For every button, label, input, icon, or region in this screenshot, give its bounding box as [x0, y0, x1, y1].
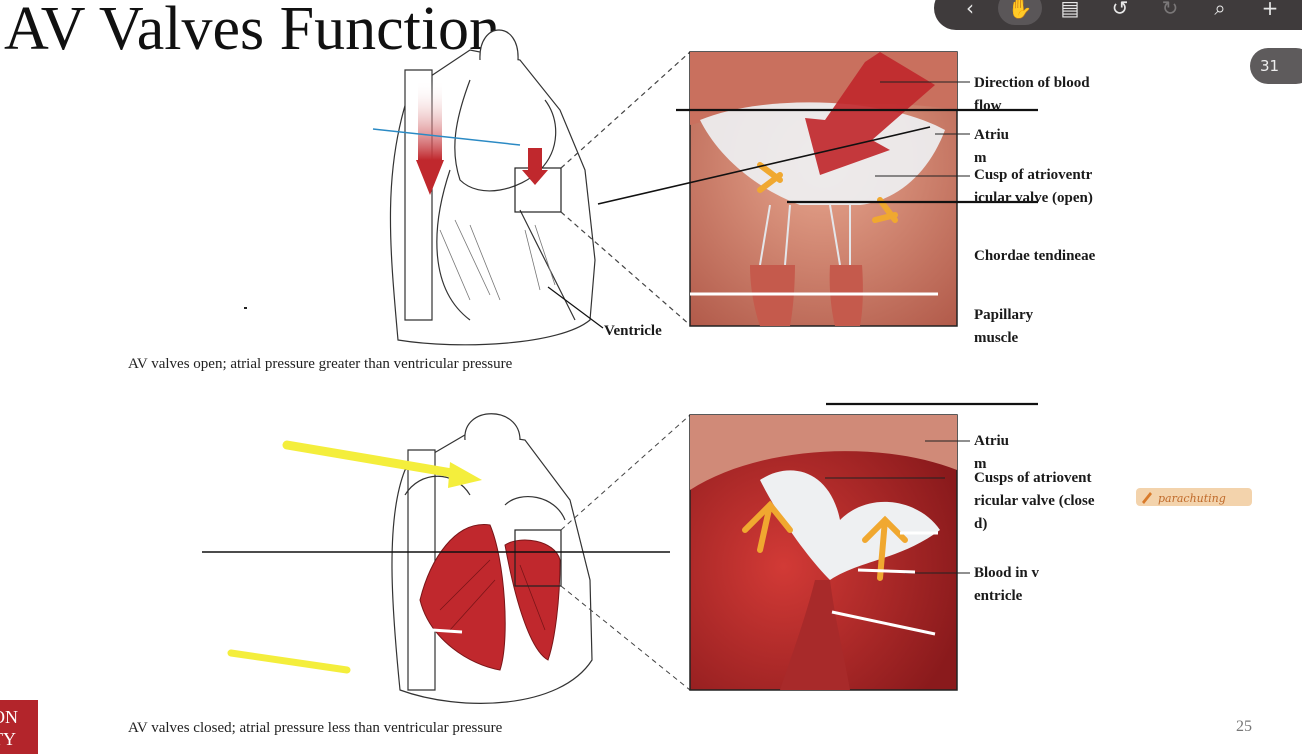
search-icon[interactable]: ⌕ [1214, 0, 1226, 20]
university-logo: ON TY [0, 700, 38, 754]
label-chordae-tendineae: Chordae tendineae [974, 248, 1096, 264]
redo-icon[interactable]: ↻ [1161, 0, 1179, 20]
logo-text-line2: TY [0, 729, 16, 749]
heart-diagram-open [389, 29, 691, 346]
label-cusps-closed: Cusps of atrioventricular valve (closed) [974, 470, 1095, 532]
label-papillary-muscle: Papillary muscle [974, 307, 1034, 346]
label-cusp-open: Cusp of atrioventricular valve (open) [974, 167, 1093, 206]
annotation-note[interactable]: parachuting [1136, 484, 1254, 515]
hand-tool-icon[interactable]: ✋ [998, 0, 1042, 25]
caption-valves-open: AV valves open; atrial pressure greater … [128, 356, 513, 372]
valve-inset-open [689, 51, 958, 327]
label-atrium-open: Atrium [974, 127, 1009, 166]
note-text: parachuting [1158, 492, 1226, 505]
label-atrium-closed: Atrium [974, 433, 1009, 472]
label-direction-of-blood-flow: Direction of blood flow [974, 75, 1090, 114]
highlight-arrow-stroke [282, 440, 463, 479]
leader-lines-open [875, 81, 970, 177]
caption-valves-closed: AV valves closed; atrial pressure less t… [128, 720, 503, 736]
viewer-toolbar: ‹ ✋ ▤ ↺ ↻ ⌕ + [934, 0, 1302, 30]
highlight-stroke [227, 649, 351, 674]
note-highlight: parachuting [1136, 488, 1252, 506]
pencil-icon [1142, 492, 1152, 504]
add-icon[interactable]: + [1261, 0, 1279, 20]
valve-inset-closed [689, 414, 958, 691]
slide-page-number: 25 [1236, 718, 1252, 735]
undo-icon[interactable]: ↺ [1111, 0, 1129, 20]
book-icon[interactable]: ▤ [1060, 0, 1080, 20]
slide-title: AV Valves Function [4, 0, 501, 63]
logo-text-line1: ON [0, 707, 18, 727]
label-ventricle: Ventricle [604, 323, 662, 339]
label-blood-in-ventricle: Blood in ventricle [974, 565, 1040, 604]
leader-lines-closed [825, 440, 970, 574]
flow-arrow-left [418, 80, 442, 160]
page-indicator[interactable]: 31 [1250, 48, 1302, 84]
back-icon[interactable]: ‹ [966, 0, 974, 20]
annotation-line-blue [372, 128, 521, 146]
